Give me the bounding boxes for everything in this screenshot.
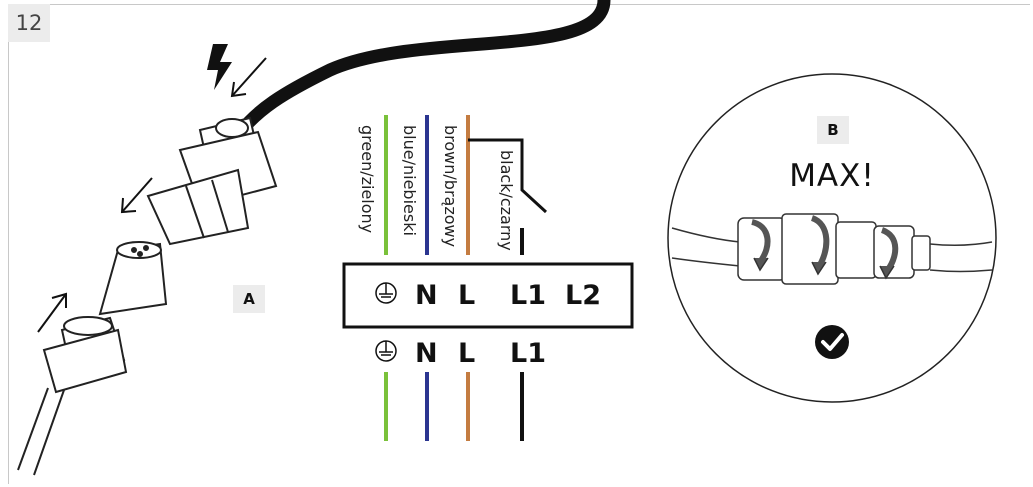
check-circle-icon — [815, 325, 849, 359]
bottom-terminal-l1: L1 — [510, 338, 546, 369]
wire-label-blue: blue/niebieski — [400, 125, 419, 236]
terminal-l: L — [458, 280, 476, 311]
step-number: 12 — [8, 4, 50, 42]
lightning-icon — [207, 44, 232, 90]
callout-a: A — [233, 285, 265, 313]
wire-label-brown: brown/brązowy — [441, 125, 460, 248]
connector-detail — [671, 213, 993, 285]
bottom-terminal-n: N — [415, 338, 438, 369]
callout-b: B — [817, 116, 849, 144]
cable-gland-nut — [146, 116, 278, 246]
terminal-n: N — [415, 280, 438, 311]
bottom-terminal-l: L — [458, 338, 476, 369]
gland-insert — [98, 241, 168, 316]
ground-symbol-icon — [375, 340, 397, 362]
arrow-icon — [37, 292, 67, 333]
wire-black-switch — [468, 138, 548, 214]
ground-symbol-icon — [375, 282, 397, 304]
arrow-icon — [230, 57, 267, 98]
terminal-l1: L1 — [510, 280, 546, 311]
max-label: MAX! — [789, 158, 875, 194]
terminal-l2: L2 — [565, 280, 601, 311]
power-cable — [229, 0, 611, 145]
wire-label-black: black/czarny — [497, 150, 516, 251]
arrow-icon — [120, 177, 153, 214]
terminal-block — [342, 262, 634, 329]
gland-body — [17, 316, 128, 476]
wire-label-green: green/zielony — [358, 125, 377, 234]
diagram-frame — [8, 4, 1030, 484]
